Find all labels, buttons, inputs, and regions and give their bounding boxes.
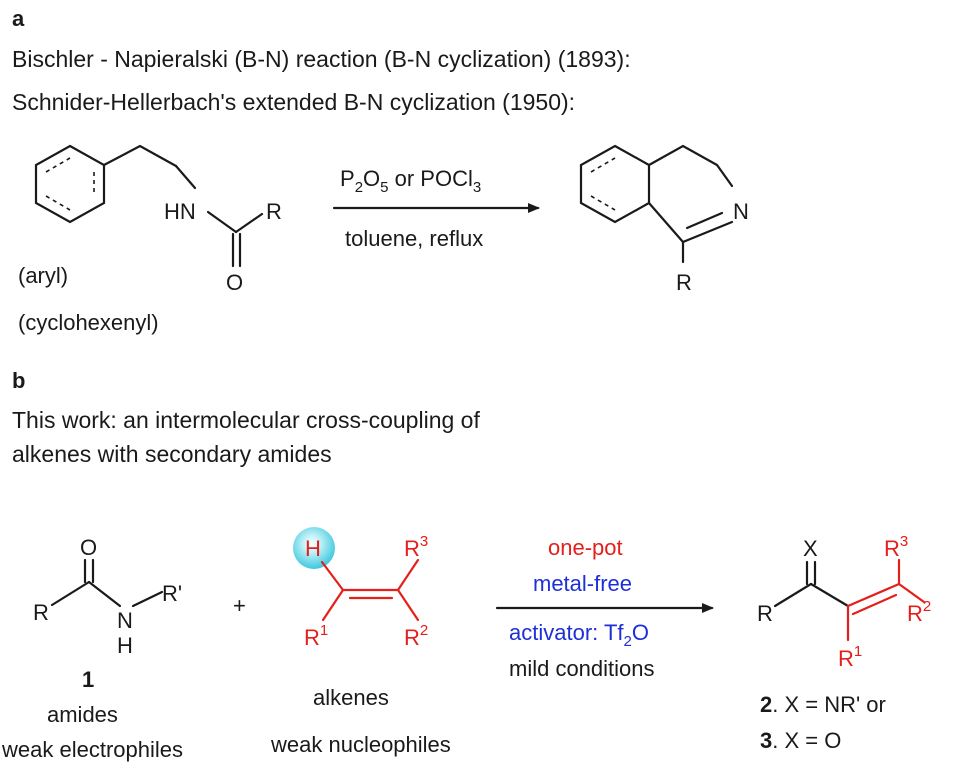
panel-a-title-line1: Bischler - Napieralski (B-N) reaction (B… (12, 46, 631, 72)
product-a-structure: N R (579, 144, 749, 295)
h-highlight-glow (293, 527, 335, 569)
alkene-structure: H R1 R2 R3 (293, 527, 428, 650)
amide-r-label: R (33, 600, 49, 625)
amide-h-label: H (117, 633, 133, 658)
plus-sign: + (233, 593, 246, 618)
product-3-caption: 3. X = O (760, 728, 841, 753)
product-r1-label: R1 (838, 643, 862, 671)
amide-number: 1 (82, 667, 94, 692)
reagent-label-a: P2O5 or POCl3 (340, 166, 481, 196)
aryl-label: (aryl) (18, 263, 68, 288)
r-label-a: R (266, 199, 282, 224)
hn-label-a: HN (164, 199, 196, 224)
alkene-name: alkenes (313, 685, 389, 710)
o-label-a: O (226, 270, 243, 295)
alkene-role: weak nucleophiles (270, 732, 451, 757)
alkene-r3-label: R3 (404, 533, 428, 561)
amide-n-label: N (117, 608, 133, 633)
panel-b-label: b (12, 368, 25, 393)
amide-role: weak electrophiles (1, 737, 183, 762)
product-r3-label: R3 (884, 533, 908, 561)
amide-name: amides (47, 702, 118, 727)
product-b-structure: X R R1 R2 R3 (757, 533, 931, 671)
reactant-a-structure: HN R O (34, 144, 282, 295)
panel-a-title-line2: Schnider-Hellerbach's extended B-N cycli… (12, 89, 575, 115)
panel-b-title-line1: This work: an intermolecular cross-coupl… (12, 407, 480, 433)
cyclohexenyl-label: (cyclohexenyl) (18, 310, 159, 335)
r-label-product-a: R (676, 270, 692, 295)
alkene-h-label: H (305, 536, 321, 561)
benzene-ring-a (34, 144, 106, 224)
amide-structure: O R N H R' (33, 535, 182, 658)
n-label-product-a: N (733, 199, 749, 224)
product-r2-label: R2 (907, 598, 931, 626)
condition-one-pot: one-pot (548, 535, 623, 560)
product-r-label: R (757, 601, 773, 626)
amide-rprime-label: R' (162, 581, 182, 606)
dihydro-ring-a (647, 144, 734, 188)
benzene-ring-product-a (579, 144, 651, 224)
ethyl-chain-a (102, 144, 178, 168)
amide-o-label: O (80, 535, 97, 560)
alkene-r1-label: R1 (304, 622, 328, 650)
panel-a-label: a (12, 6, 25, 31)
alkene-r2-label: R2 (404, 622, 428, 650)
condition-metal-free: metal-free (533, 571, 632, 596)
product-2-caption: 2. X = NR' or (760, 692, 886, 717)
condition-mild: mild conditions (509, 656, 655, 681)
condition-activator: activator: Tf2O (509, 620, 649, 650)
panel-b-title-line2: alkenes with secondary amides (12, 441, 332, 467)
product-x-label: X (803, 536, 818, 561)
solvent-label-a: toluene, reflux (345, 226, 483, 251)
